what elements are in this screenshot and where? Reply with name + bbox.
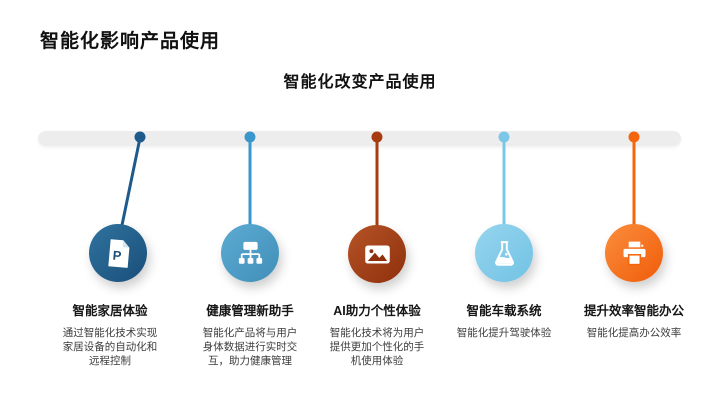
icon-bubble-office: [605, 224, 663, 282]
timeline-item-vehicle: 智能车载系统 智能化提升驾驶体验: [444, 300, 564, 340]
item-title: AI助力个性体验: [333, 304, 421, 318]
sitemap-icon: [238, 241, 262, 264]
item-title: 智能车载系统: [466, 304, 542, 318]
icon-bubble-health: [221, 224, 279, 282]
item-title: 智能家居体验: [72, 304, 148, 318]
timeline-item-office: 提升效率智能办公 智能化提高办公效率: [574, 300, 694, 340]
section-title: 智能化改变产品使用: [283, 74, 437, 91]
page-title: 智能化影响产品使用: [40, 31, 221, 52]
item-title: 健康管理新助手: [206, 304, 294, 318]
connector-line-1: [119, 136, 142, 232]
item-title: 提升效率智能办公: [583, 304, 684, 318]
timeline-item-smart-home: 智能家居体验 通过智能化技术实现家居设备的自动化和远程控制: [50, 300, 170, 368]
svg-text:P: P: [112, 247, 122, 263]
item-description: 智能化提高办公效率: [586, 327, 682, 339]
image-icon: [364, 244, 390, 264]
icon-bubble-smart-home: P: [89, 224, 147, 282]
timeline-item-ai: AI助力个性体验 智能化技术将为用户提供更加个性化的手机使用体验: [317, 300, 437, 368]
icon-bubble-vehicle: [475, 224, 533, 282]
item-description: 智能化产品将与用户身体数据进行实时交互，助力健康管理: [202, 327, 298, 368]
icon-bubble-ai: [348, 225, 406, 283]
timeline-bar: [38, 131, 681, 146]
printer-icon: [623, 241, 645, 265]
item-description: 智能化提升驾驶体验: [456, 327, 552, 339]
timeline-item-health: 健康管理新助手 智能化产品将与用户身体数据进行实时交互，助力健康管理: [190, 300, 310, 368]
item-description: 通过智能化技术实现家居设备的自动化和远程控制: [62, 327, 158, 368]
flask-icon: [494, 240, 514, 266]
item-description: 智能化技术将为用户提供更加个性化的手机使用体验: [329, 327, 425, 368]
document-p-icon: P: [107, 238, 129, 268]
